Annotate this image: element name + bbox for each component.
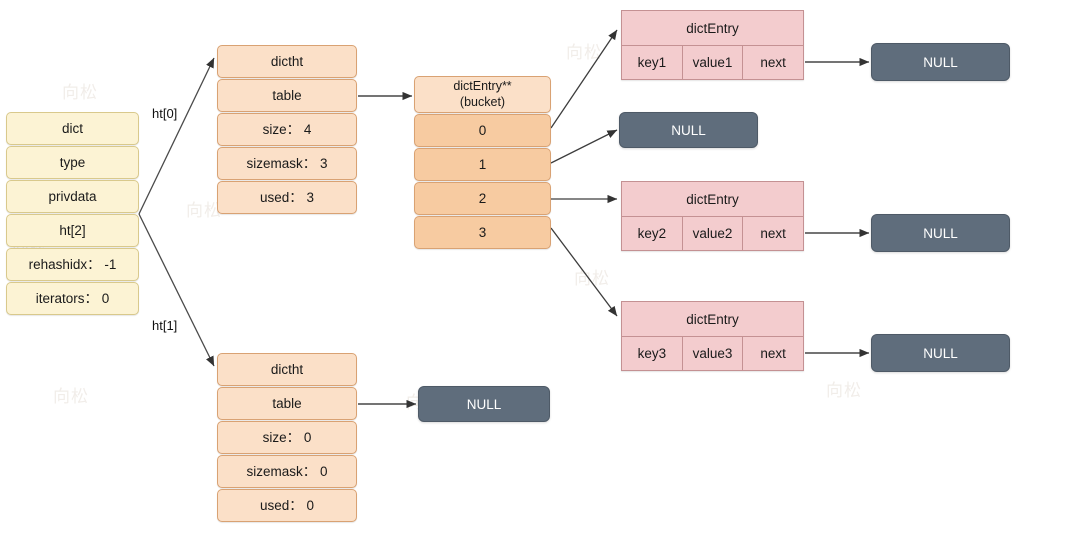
dict-row-ht: ht[2] — [6, 214, 139, 247]
dictht0-row-used: used： 3 — [217, 181, 357, 214]
dict-entry-3-key: key3 — [622, 337, 683, 370]
null-node-bucket1: NULL — [619, 112, 758, 148]
dict-entry-1-fields: key1 value1 next — [622, 46, 803, 79]
dictht0-row-table: table — [217, 79, 357, 112]
bucket-slot-1[interactable]: 1 — [414, 148, 551, 181]
edge-bucket1-to-null — [550, 129, 618, 164]
dict-struct: dict type privdata ht[2] rehashidx： -1 i… — [6, 112, 139, 315]
dict-entry-1: dictEntry key1 value1 next — [621, 10, 804, 80]
dict-row-iterators: iterators： 0 — [6, 282, 139, 315]
dictht1-row-sizemask: sizemask： 0 — [217, 455, 357, 488]
edge-dict-to-ht1 — [138, 213, 215, 367]
dictht-ht0: dictht table size： 4 sizemask： 3 used： 3 — [217, 45, 357, 214]
null-node-entry3-next: NULL — [871, 334, 1010, 372]
edge-dict-to-ht0 — [138, 57, 215, 215]
bucket-header-line2: (bucket) — [459, 94, 506, 109]
dict-entry-2-fields: key2 value2 next — [622, 217, 803, 250]
dictht-ht1: dictht table size： 0 sizemask： 0 used： 0 — [217, 353, 357, 522]
dictht1-row-table: table — [217, 387, 357, 420]
edge-label-ht1: ht[1] — [152, 318, 178, 333]
dict-entry-1-value: value1 — [683, 46, 744, 79]
dict-row-rehashidx: rehashidx： -1 — [6, 248, 139, 281]
dict-entry-1-header: dictEntry — [622, 11, 803, 46]
bucket-header: dictEntry** (bucket) — [414, 76, 551, 113]
dictht0-row-size: size： 4 — [217, 113, 357, 146]
bucket-slot-0[interactable]: 0 — [414, 114, 551, 147]
bucket-slot-3[interactable]: 3 — [414, 216, 551, 249]
dict-entry-3-fields: key3 value3 next — [622, 337, 803, 370]
bucket-slot-2[interactable]: 2 — [414, 182, 551, 215]
dict-row-type: type — [6, 146, 139, 179]
dictht1-row-size: size： 0 — [217, 421, 357, 454]
dict-entry-3-value: value3 — [683, 337, 744, 370]
dictht0-row-sizemask: sizemask： 3 — [217, 147, 357, 180]
watermark: 向松 — [566, 43, 602, 63]
dictht1-row-used: used： 0 — [217, 489, 357, 522]
dict-entry-1-key: key1 — [622, 46, 683, 79]
dict-entry-3: dictEntry key3 value3 next — [621, 301, 804, 371]
dictht0-row-name: dictht — [217, 45, 357, 78]
dict-entry-2-next: next — [760, 226, 786, 241]
watermark: 向松 — [826, 381, 862, 401]
watermark: 向松 — [62, 83, 98, 103]
dict-entry-3-header: dictEntry — [622, 302, 803, 337]
edge-label-ht0: ht[0] — [152, 106, 178, 121]
dict-entry-2: dictEntry key2 value2 next — [621, 181, 804, 251]
dict-row-privdata: privdata — [6, 180, 139, 213]
null-node-entry1-next: NULL — [871, 43, 1010, 81]
dict-row-name: dict — [6, 112, 139, 145]
bucket-header-line1: dictEntry** — [453, 78, 512, 93]
dictht1-row-name: dictht — [217, 353, 357, 386]
dict-entry-1-next: next — [760, 55, 786, 70]
null-node-entry2-next: NULL — [871, 214, 1010, 252]
null-node-ht1-table: NULL — [418, 386, 550, 422]
dict-entry-2-header: dictEntry — [622, 182, 803, 217]
dict-entry-3-next: next — [760, 346, 786, 361]
watermark: 向松 — [53, 387, 89, 407]
dict-entry-2-key: key2 — [622, 217, 683, 250]
watermark: 向松 — [574, 269, 610, 289]
dict-entry-2-value: value2 — [683, 217, 744, 250]
bucket-array: dictEntry** (bucket) 0 1 2 3 — [414, 76, 551, 249]
